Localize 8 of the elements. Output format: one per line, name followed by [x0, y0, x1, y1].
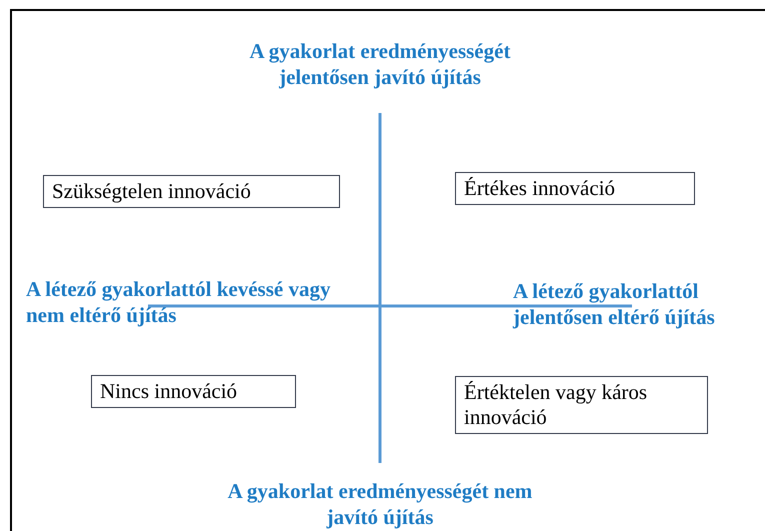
quadrant-box: Értékes innováció	[455, 172, 695, 205]
quadrant-box: Szükségtelen innováció	[43, 175, 340, 208]
quadrant-box: Értéktelen vagy káros innováció	[455, 376, 708, 434]
axis-label: A létező gyakorlattól kevéssé vagy nem eltérő újítás	[26, 276, 332, 328]
axis-label: A gyakorlat eredményességét jelentősen javító újítás	[248, 38, 512, 90]
quadrant-box: Nincs innováció	[91, 375, 296, 408]
axis-label: A létező gyakorlattól jelentősen eltérő újítás	[513, 278, 716, 330]
axis-label: A gyakorlat eredményességét nem javító újítás	[226, 478, 534, 530]
